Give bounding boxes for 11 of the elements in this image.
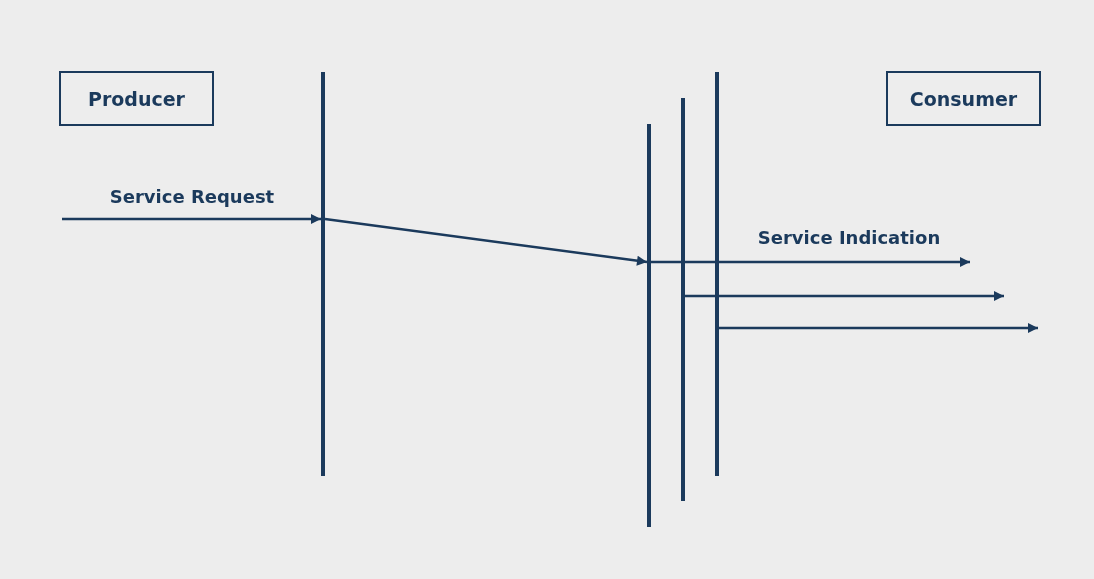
arrow: [685, 291, 1004, 301]
label-box: Producer: [59, 71, 214, 126]
vertical-bar: [681, 98, 685, 501]
label-box: Consumer: [886, 71, 1041, 126]
arrow: [719, 323, 1038, 333]
vertical-bar: [715, 72, 719, 476]
arrow: [324, 217, 648, 266]
vertical-bar: [321, 72, 325, 476]
arrow: [651, 257, 970, 267]
vertical-bar: [647, 124, 651, 527]
arrow: [62, 214, 321, 224]
